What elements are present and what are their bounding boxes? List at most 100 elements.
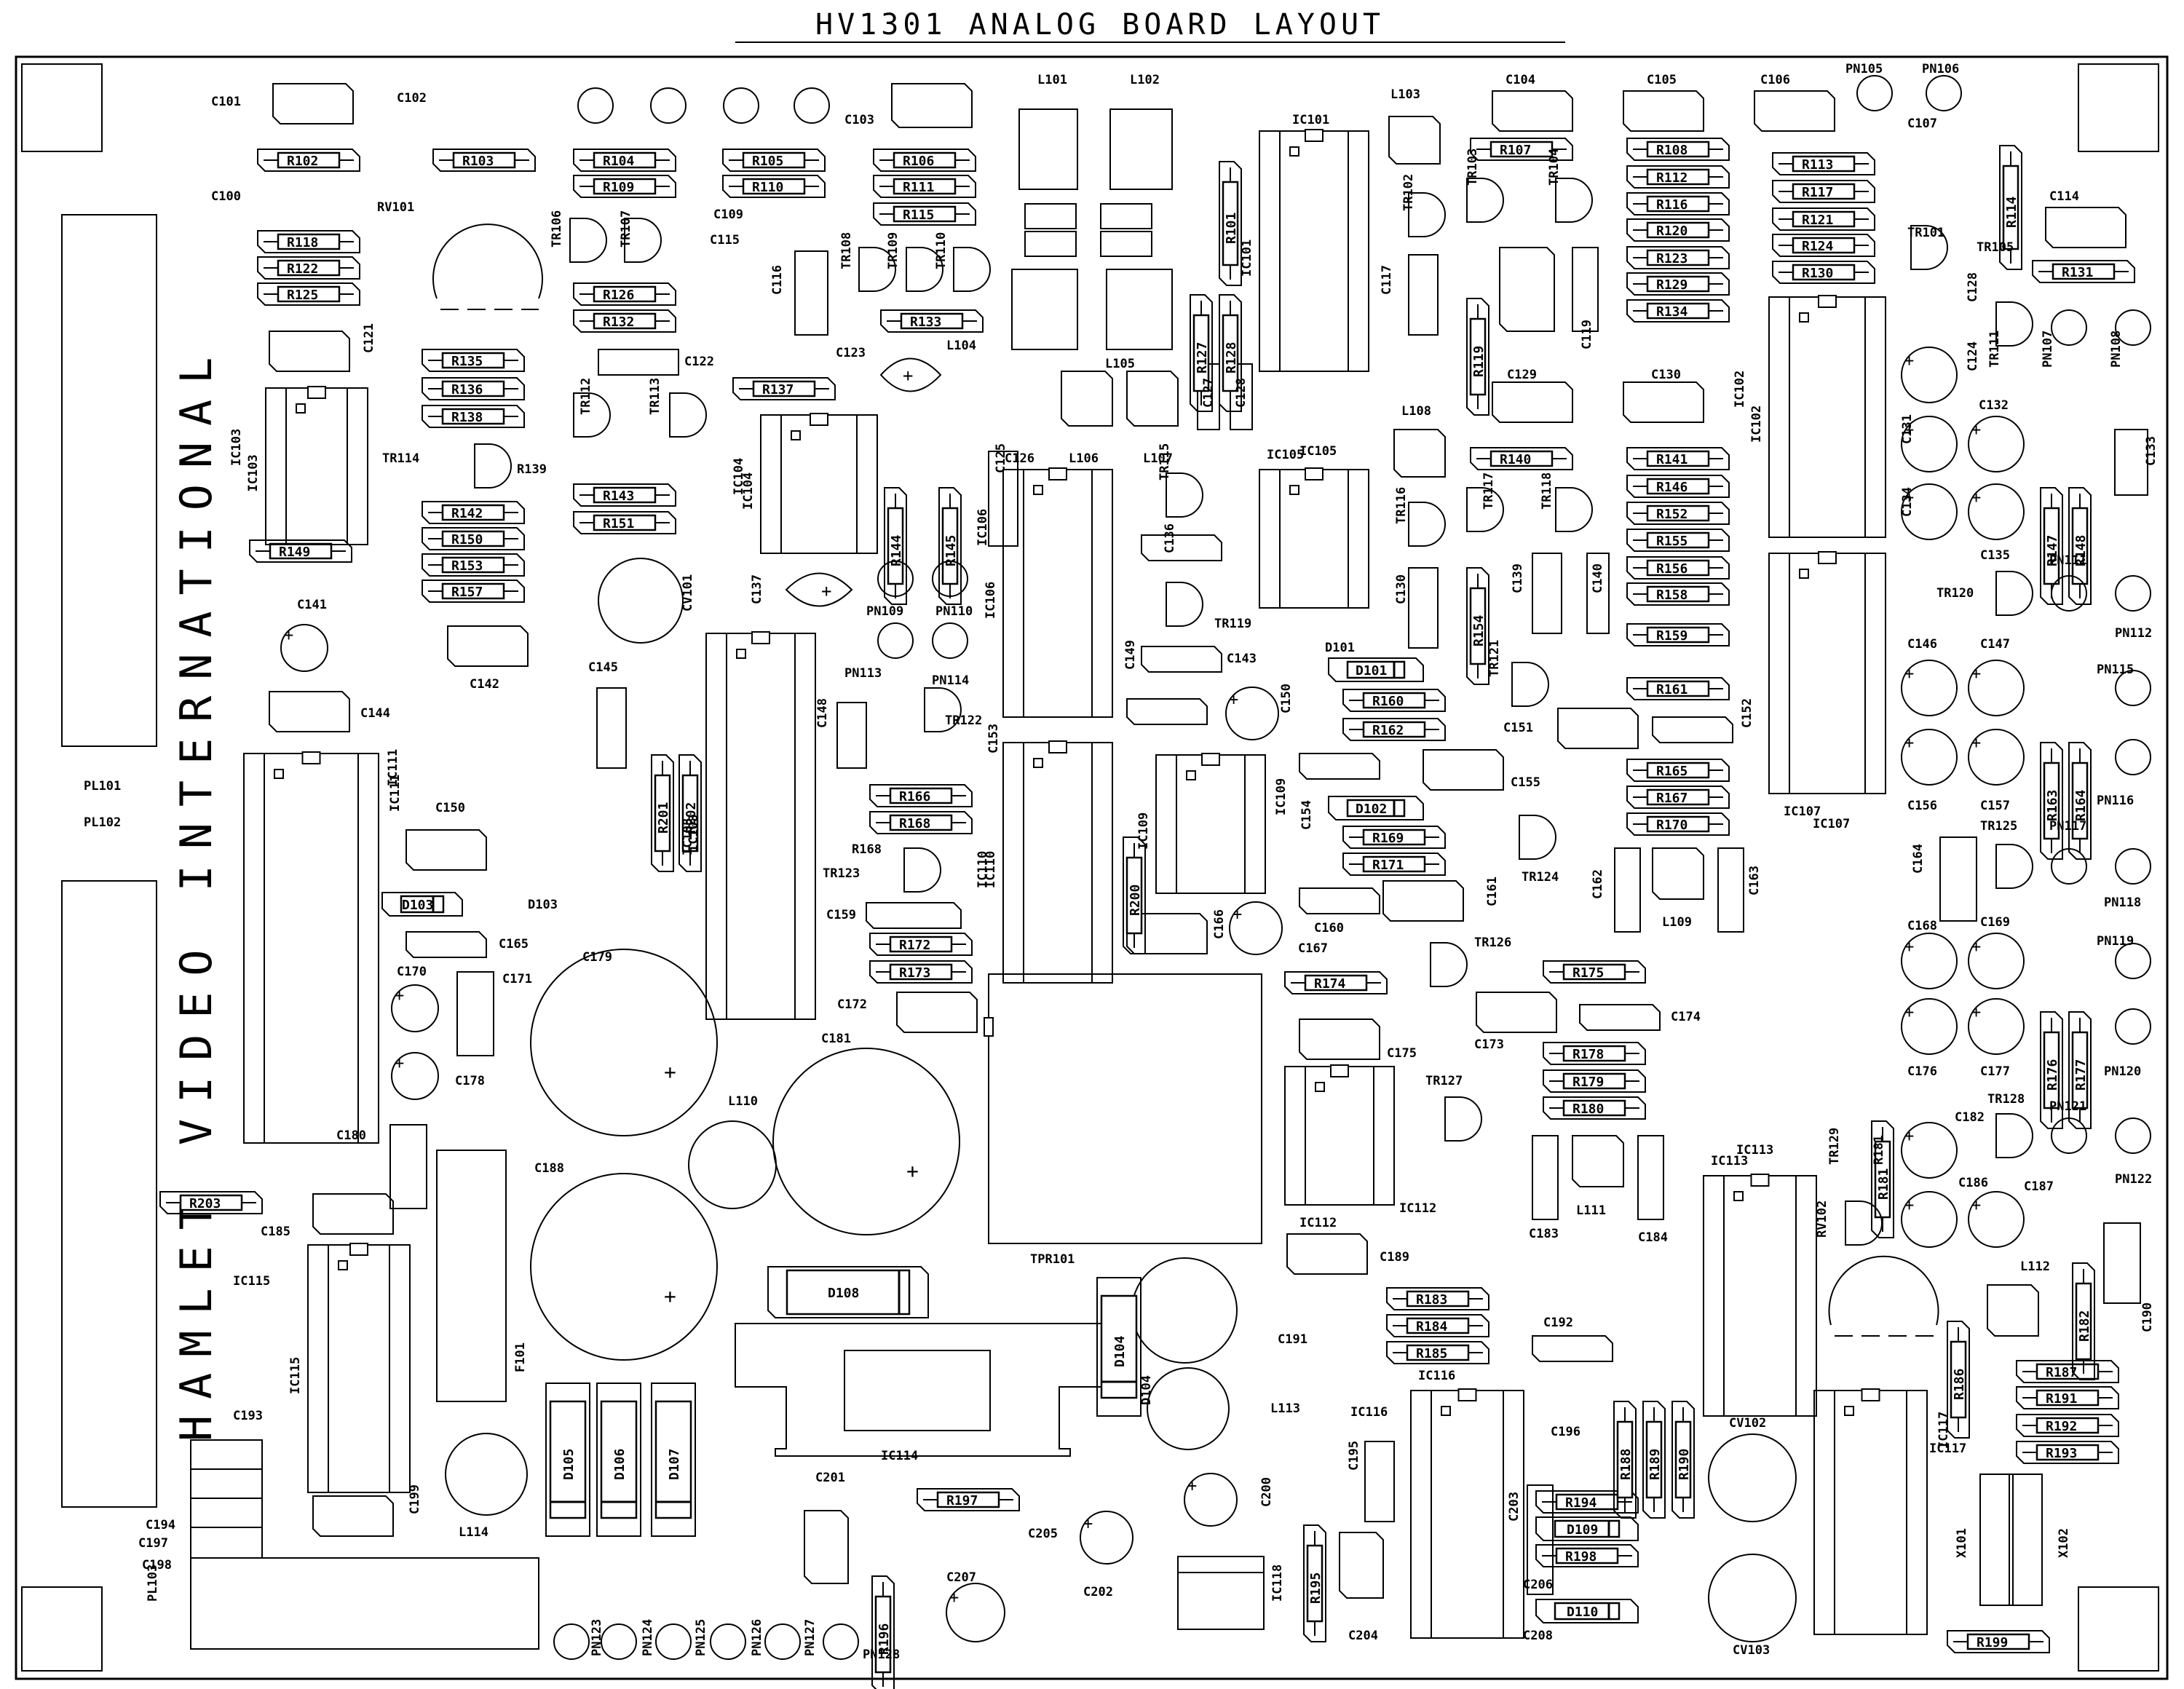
component-label: TR125 [1980,819,2017,834]
component-label: C129 [1507,368,1537,382]
ic-pin1 [1289,146,1299,157]
resistor-outline [1626,475,1730,498]
resistor-outline [884,487,907,605]
cap-plus: + [1904,488,1914,507]
resistor-r152: R152 [1626,502,1730,525]
resistor-outline [1466,298,1489,416]
component-c129 [1492,381,1573,423]
component-outline [456,971,494,1056]
component-label: TR114 [382,451,419,466]
cap-c156: + [1901,729,1958,786]
resistor-outline [1772,207,1875,231]
resistor-outline [1219,161,1242,286]
component-c144 [269,691,350,732]
component-c199 [312,1495,394,1537]
rv101-potentiometer [432,224,543,299]
pad-pn119 [2115,943,2151,979]
resistor-label: R182 [2077,1310,2092,1342]
component-label: IC101 [1292,113,1329,127]
component-outline [1299,1018,1380,1060]
resistor-r147: R147 [2040,487,2063,605]
diode-body [1554,1519,1621,1538]
component-l106 [1061,371,1113,427]
pad-pn128 [823,1623,859,1660]
cap-body [1968,1191,2025,1248]
component-c155 [1423,749,1504,791]
diode-label: D101 [1356,663,1387,679]
resistor-r130: R130 [1772,261,1875,284]
resistor-r203: R203 [159,1191,263,1214]
component-label: PN128 [863,1648,900,1662]
component-label: PN124 [641,1619,655,1656]
transistor-tr101 [1910,225,1948,270]
diode-label: D105 [561,1449,577,1480]
component-label: C137 [750,574,764,604]
cap-body [1968,998,2025,1055]
cap-c182: + [1901,1122,1958,1179]
component-outline [1299,887,1380,914]
diode-d105: D105 [545,1383,590,1537]
resistor-label: R188 [1618,1449,1634,1480]
diode-label: D102 [1356,802,1387,817]
resistor-outline [869,784,973,807]
ic-ic106: IC106 [984,467,1113,718]
resistor-r104: R104 [573,149,676,172]
resistor-outline [422,349,525,372]
component-label: TPR101 [1030,1252,1075,1267]
resistor-r140: R140 [1470,447,1573,470]
component-label: PL102 [84,815,121,830]
diode-outline [596,1383,641,1537]
component-label: TR103 [1465,149,1480,186]
pad-circle [2051,309,2087,346]
diode-outline [651,1383,696,1537]
component-label: PN126 [750,1619,764,1656]
resistor-label: R159 [1656,628,1688,644]
resistor-label: R106 [903,154,934,169]
component-label: IC112 [1399,1201,1436,1216]
resistor-outline [869,811,973,834]
component-label: IC113 [1736,1143,1773,1158]
resistor-r156: R156 [1626,556,1730,580]
cap-l114 [445,1433,528,1516]
resistor-r176: R176 [2040,1011,2063,1129]
resistor-outline [422,405,525,428]
ic-notch [1305,129,1324,142]
component-c164 [1939,836,1977,922]
resistor-label: R196 [877,1623,892,1655]
component-outline [866,902,962,929]
component-label: L104 [946,339,976,353]
resistor-outline [573,282,676,306]
resistor-r107: R107 [1470,138,1573,161]
component-label: PN116 [2097,794,2134,808]
component-l107 [1141,534,1222,561]
ic-notch [751,631,770,644]
component-outline [1382,880,1464,922]
mounting-hole-bottom-left [21,1586,103,1672]
component-outline [1532,553,1562,634]
component-label: C106 [1760,73,1790,87]
pad-pn109 [877,561,914,597]
ic-ic110: IC110 [984,740,1113,984]
ic-notch [1457,1388,1477,1401]
resistor-label: R121 [1802,213,1833,228]
cap-c137 [785,572,853,607]
resistor-label: R179 [1572,1075,1604,1090]
component-label: C143 [1227,652,1257,666]
diode-outline [1535,1516,1639,1541]
resistor-r179: R179 [1543,1069,1646,1093]
component-label: PN115 [2097,662,2134,677]
component-label: X101 [1955,1528,1969,1558]
resistor-r195: R195 [1303,1524,1326,1642]
tpr101-body [988,973,1262,1244]
ic-body [265,387,368,545]
resistor-outline [869,933,973,956]
component-label: C100 [211,189,241,204]
ic-label: IC116 [1418,1369,1455,1383]
ic-label: IC106 [984,582,998,619]
transistor-body [474,443,512,488]
ic-ic101: IC101 [1240,129,1369,372]
transistor-tr111 [1995,301,2033,347]
ic-body [1768,296,1886,538]
